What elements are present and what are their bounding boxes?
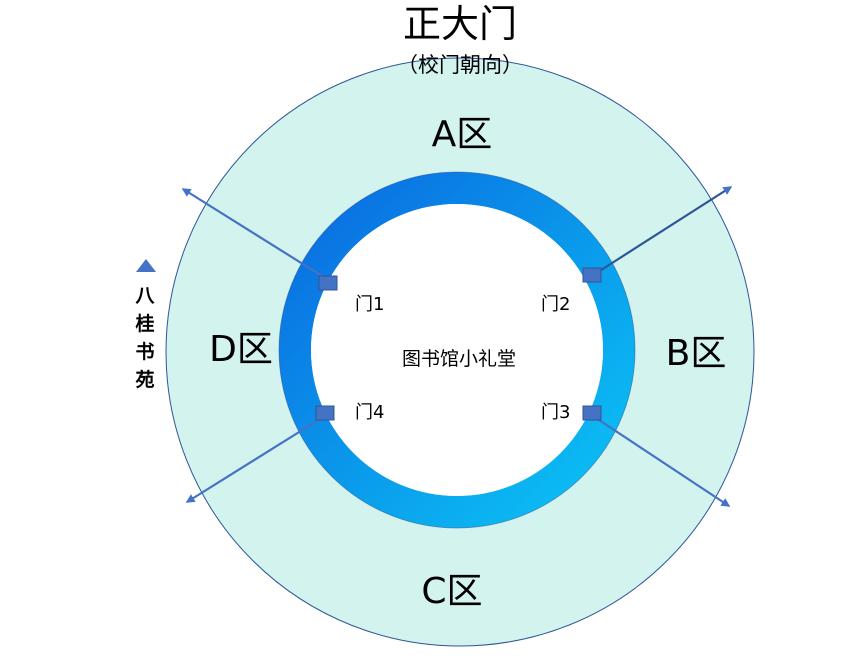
gate-4-marker (315, 405, 335, 421)
zone-d-label: D区 (209, 329, 273, 370)
side-label-char-3: 书 (135, 341, 154, 363)
library-hall-label: 图书馆小礼堂 (402, 348, 516, 370)
gate-2-marker (582, 267, 602, 283)
zone-b-label: B区 (666, 333, 727, 374)
zone-c-label: C区 (421, 571, 482, 612)
inner-ring (279, 172, 635, 528)
side-triangle-icon (136, 259, 156, 272)
gate-3-label: 门3 (541, 402, 570, 423)
side-label-char-2: 桂 (134, 312, 154, 335)
main-entrance-subtitle: （校门朝向） (397, 53, 523, 77)
center-area (311, 204, 603, 496)
main-entrance-title: 正大门 (403, 2, 517, 46)
side-label-char-4: 苑 (135, 368, 154, 391)
gate-3-marker (582, 405, 602, 421)
zone-a-label: A区 (432, 114, 493, 155)
gate-1-marker (318, 275, 338, 291)
gate-4-label: 门4 (355, 402, 384, 423)
inner-ring-outline (278, 171, 636, 529)
side-label-char-1: 八 (135, 285, 155, 307)
gate-4-exit-arrow (185, 418, 321, 503)
gate-3-exit-arrow (595, 417, 731, 507)
gate-1-label: 门1 (355, 294, 384, 315)
gate-2-exit-arrow (597, 186, 733, 273)
gate-1-exit-arrow (181, 188, 323, 277)
gate-2-label: 门2 (541, 294, 570, 315)
